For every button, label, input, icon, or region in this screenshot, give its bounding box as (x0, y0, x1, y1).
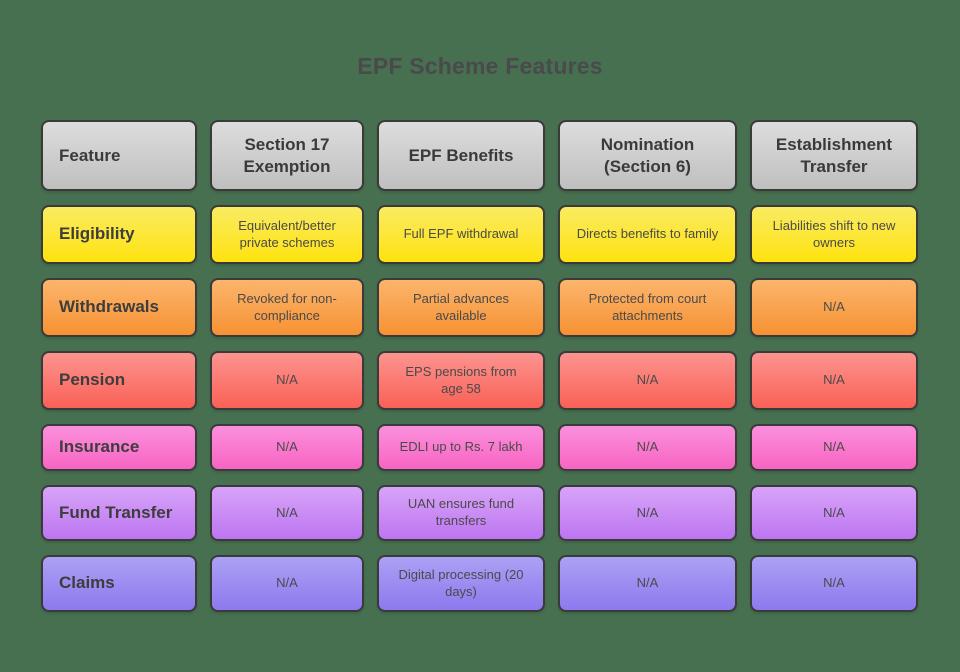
cell-eligibility-section17: Equivalent/better private schemes (210, 205, 364, 264)
header-cell-section-17-exemption: Section 17 Exemption (210, 120, 364, 191)
cell-insurance-nomination: N/A (558, 424, 737, 471)
cell-claims-establishment: N/A (750, 555, 918, 612)
cell-eligibility-epf-benefits: Full EPF withdrawal (377, 205, 545, 264)
cell-withdrawals-establishment: N/A (750, 278, 918, 337)
cell-pension-epf-benefits: EPS pensions from age 58 (377, 351, 545, 410)
header-cell-establishment-transfer: Establishment Transfer (750, 120, 918, 191)
row-label-pension: Pension (41, 351, 197, 410)
cell-eligibility-nomination: Directs benefits to family (558, 205, 737, 264)
cell-withdrawals-nomination: Protected from court attachments (558, 278, 737, 337)
row-label-eligibility: Eligibility (41, 205, 197, 264)
cell-fund-transfer-establishment: N/A (750, 485, 918, 541)
cell-withdrawals-epf-benefits: Partial advances available (377, 278, 545, 337)
cell-claims-epf-benefits: Digital processing (20 days) (377, 555, 545, 612)
cell-withdrawals-section17: Revoked for non-compliance (210, 278, 364, 337)
row-label-fund-transfer: Fund Transfer (41, 485, 197, 541)
row-label-withdrawals: Withdrawals (41, 278, 197, 337)
diagram-title: EPF Scheme Features (357, 53, 603, 79)
cell-insurance-establishment: N/A (750, 424, 918, 471)
cell-pension-nomination: N/A (558, 351, 737, 410)
cell-fund-transfer-epf-benefits: UAN ensures fund transfers (377, 485, 545, 541)
cell-eligibility-establishment: Liabilities shift to new owners (750, 205, 918, 264)
header-cell-nomination: Nomination (Section 6) (558, 120, 737, 191)
row-label-insurance: Insurance (41, 424, 197, 471)
cell-fund-transfer-section17: N/A (210, 485, 364, 541)
cell-pension-establishment: N/A (750, 351, 918, 410)
cell-claims-nomination: N/A (558, 555, 737, 612)
cell-claims-section17: N/A (210, 555, 364, 612)
cell-insurance-epf-benefits: EDLI up to Rs. 7 lakh (377, 424, 545, 471)
header-cell-feature: Feature (41, 120, 197, 191)
features-table: Feature Section 17 Exemption EPF Benefit… (41, 120, 918, 612)
header-cell-epf-benefits: EPF Benefits (377, 120, 545, 191)
cell-insurance-section17: N/A (210, 424, 364, 471)
row-label-claims: Claims (41, 555, 197, 612)
cell-fund-transfer-nomination: N/A (558, 485, 737, 541)
cell-pension-section17: N/A (210, 351, 364, 410)
